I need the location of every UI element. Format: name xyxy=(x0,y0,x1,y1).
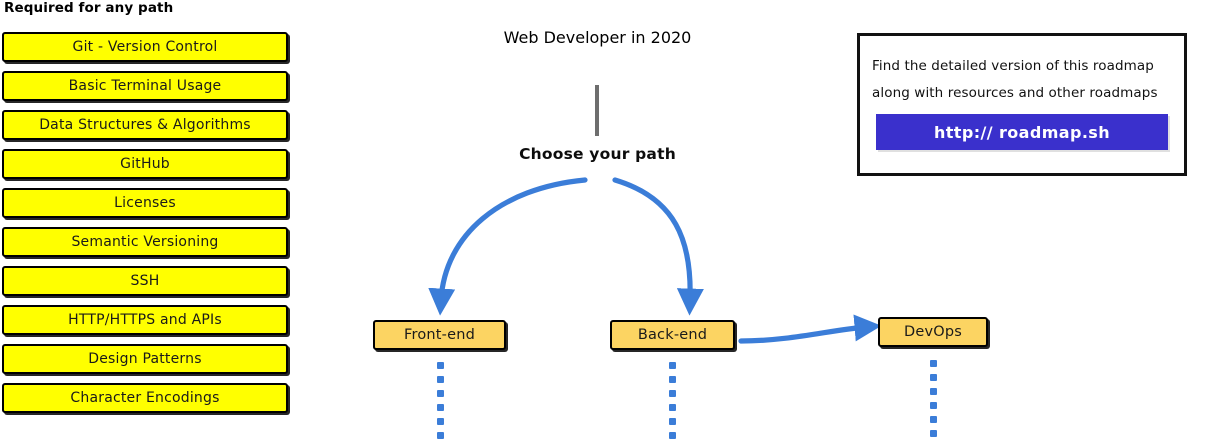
dotted-trail-devops xyxy=(930,360,937,444)
roadmap-link-button[interactable]: http:// roadmap.sh xyxy=(876,114,1168,150)
required-topic-licenses[interactable]: Licenses xyxy=(2,188,288,218)
path-node-label: Front-end xyxy=(403,327,476,343)
required-topic-semver[interactable]: Semantic Versioning xyxy=(2,227,288,257)
required-topics-list: Git - Version Control Basic Terminal Usa… xyxy=(2,32,288,422)
required-section-heading: Required for any path xyxy=(4,0,174,16)
path-node-back-end[interactable]: Back-end xyxy=(610,320,735,350)
choose-your-path-label: Choose your path xyxy=(519,145,676,163)
path-node-label: DevOps xyxy=(903,324,963,340)
required-topic-ssh[interactable]: SSH xyxy=(2,266,288,296)
path-node-front-end[interactable]: Front-end xyxy=(373,320,506,350)
required-topic-terminal[interactable]: Basic Terminal Usage xyxy=(2,71,288,101)
required-topic-dsa[interactable]: Data Structures & Algorithms xyxy=(2,110,288,140)
info-box-line-2: along with resources and other roadmaps xyxy=(872,85,1158,101)
info-box-line-1: Find the detailed version of this roadma… xyxy=(872,58,1154,74)
required-topic-label: Git - Version Control xyxy=(72,39,218,55)
roadmap-link-label: http:// roadmap.sh xyxy=(933,122,1111,142)
required-topic-label: SSH xyxy=(130,273,160,289)
required-topic-label: Design Patterns xyxy=(88,351,202,367)
required-topic-git[interactable]: Git - Version Control xyxy=(2,32,288,62)
required-topic-label: Data Structures & Algorithms xyxy=(39,117,251,133)
title-stem-connector xyxy=(595,85,599,136)
dotted-trail-front-end xyxy=(437,362,444,446)
roadmap-info-box: Find the detailed version of this roadma… xyxy=(857,33,1187,176)
required-topic-design-patterns[interactable]: Design Patterns xyxy=(2,344,288,374)
path-node-devops[interactable]: DevOps xyxy=(878,317,988,347)
required-topic-label: Character Encodings xyxy=(70,390,220,406)
required-topic-character-encodings[interactable]: Character Encodings xyxy=(2,383,288,413)
required-topic-label: HTTP/HTTPS and APIs xyxy=(68,312,222,328)
required-topic-label: Basic Terminal Usage xyxy=(68,78,222,94)
required-topic-label: GitHub xyxy=(120,156,170,172)
dotted-trail-back-end xyxy=(669,362,676,446)
required-topic-http-apis[interactable]: HTTP/HTTPS and APIs xyxy=(2,305,288,335)
path-node-label: Back-end xyxy=(637,327,708,343)
required-topic-github[interactable]: GitHub xyxy=(2,149,288,179)
required-topic-label: Semantic Versioning xyxy=(71,234,219,250)
required-for-any-path-section: Required for any path Git - Version Cont… xyxy=(0,0,300,436)
page-title: Web Developer in 2020 xyxy=(503,28,692,47)
required-topic-label: Licenses xyxy=(114,195,176,211)
